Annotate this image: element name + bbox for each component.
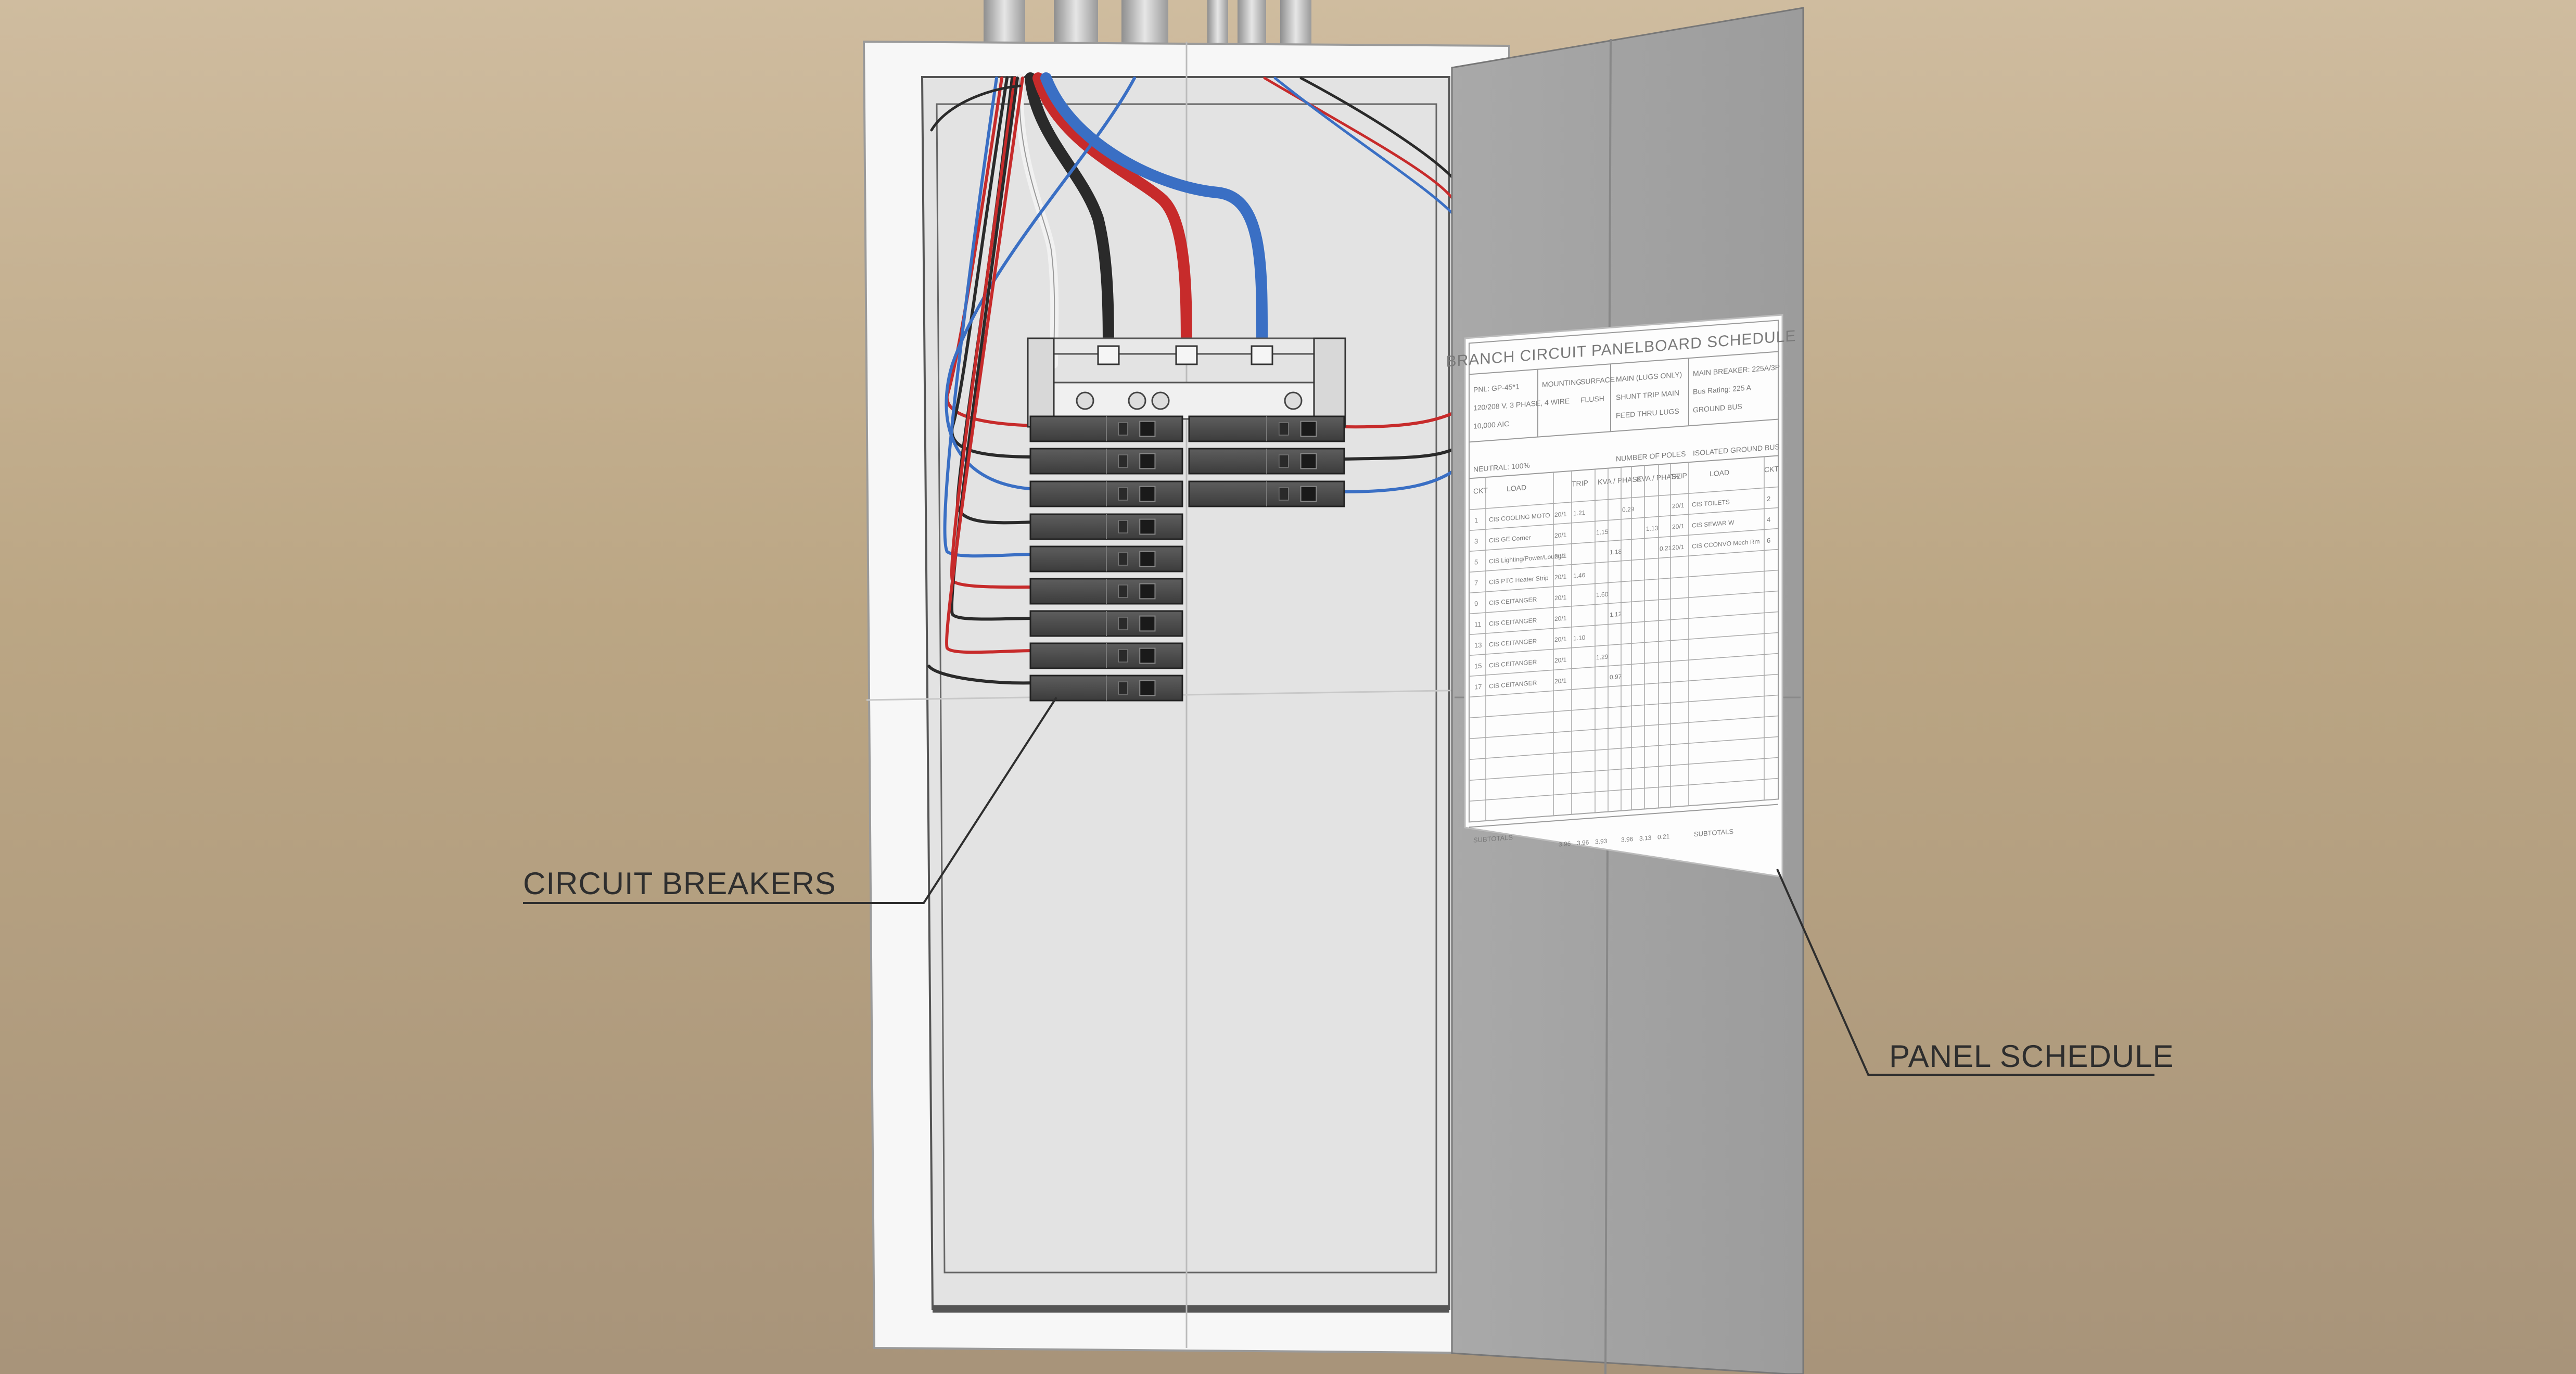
breaker-right-1 — [1188, 415, 1345, 442]
subtotal-right: 3.13 — [1639, 834, 1652, 842]
breaker-right-3 — [1188, 480, 1345, 507]
schedule-info-7: FLUSH — [1580, 394, 1604, 404]
breaker-left-4 — [1029, 513, 1183, 540]
main-lugs — [1027, 337, 1346, 428]
schedule-info-14: GROUND BUS — [1693, 402, 1742, 414]
breaker-right-2 — [1188, 448, 1345, 475]
row-kva: 1.46 — [1573, 571, 1586, 580]
row-trip: 20/1 — [1554, 594, 1567, 602]
row-ckt: 9 — [1474, 600, 1478, 608]
row-kva: 1.29 — [1596, 653, 1609, 661]
breaker-left-9 — [1029, 675, 1183, 702]
row-kva: 1.12 — [1610, 610, 1622, 619]
row-trip: 20/1 — [1554, 573, 1567, 581]
schedule-row-left: 9 CIS CEITANGER 20/1 1.60 — [1474, 591, 1609, 608]
row-trip: 20/1 — [1672, 502, 1685, 510]
row-trip: 20/1 — [1554, 531, 1567, 540]
row-trip: 20/1 — [1672, 523, 1685, 531]
row-ckt: 11 — [1474, 620, 1481, 629]
row-trip: 20/1 — [1554, 677, 1567, 685]
callout-circuit-breakers: CIRCUIT BREAKERS — [523, 696, 1057, 904]
row-load: CIS GE Corner — [1489, 534, 1531, 544]
row-ckt: 1 — [1474, 516, 1478, 525]
subtotal-left: 3.96 — [1577, 838, 1589, 847]
schedule-row-left: 13 CIS CEITANGER 20/1 1.10 — [1474, 634, 1586, 650]
row-kva: 0.29 — [1622, 505, 1635, 514]
row-kva: 0.21 — [1660, 544, 1672, 553]
schedule-header-right-2: TRIP — [1670, 471, 1687, 480]
row-load: CIS CEITANGER — [1489, 638, 1537, 648]
row-ckt: 3 — [1474, 537, 1478, 545]
row-kva: 1.18 — [1610, 548, 1622, 556]
row-kva: 1.10 — [1573, 634, 1586, 642]
conduits — [984, 0, 1311, 48]
row-trip: 20/1 — [1554, 552, 1567, 561]
schedule-header-left-3: TRIP — [1572, 478, 1588, 488]
schedule-header-right-4: CKT — [1764, 464, 1779, 474]
schedule-header-left-2: LOAD — [1507, 483, 1526, 493]
schedule-row-left: 11 CIS CEITANGER 20/1 1.12 — [1474, 610, 1622, 629]
row-ckt: 6 — [1767, 537, 1770, 545]
row-ckt: 13 — [1474, 641, 1482, 650]
row-ckt: 4 — [1767, 516, 1770, 524]
wiring — [927, 72, 1459, 685]
row-ckt: 17 — [1474, 683, 1482, 691]
breaker-left-7 — [1029, 610, 1183, 637]
schedule-subtotals-label: SUBTOTALS — [1473, 833, 1513, 844]
circuit-breakers — [1029, 415, 1345, 702]
row-ckt: 15 — [1474, 662, 1482, 670]
schedule-row-left: 15 CIS CEITANGER 20/1 1.29 — [1474, 653, 1609, 670]
row-trip: 20/1 — [1554, 615, 1567, 623]
row-trip: 20/1 — [1554, 635, 1567, 644]
schedule-header-left-1: CKT — [1473, 486, 1488, 495]
row-kva: 1.15 — [1596, 528, 1609, 537]
row-kva: 1.21 — [1573, 509, 1586, 517]
breaker-left-8 — [1029, 642, 1183, 669]
row-load: CIS TOILETS — [1692, 498, 1730, 508]
row-load: CIS CEITANGER — [1489, 679, 1537, 690]
row-ckt: 5 — [1474, 558, 1478, 566]
panel-schedule-sheet: BRANCH CIRCUIT PANELBOARD SCHEDULE PNL: … — [1446, 314, 1796, 878]
row-trip: 20/1 — [1554, 511, 1567, 519]
schedule-info-3: 10,000 AIC — [1473, 419, 1509, 430]
breaker-left-1 — [1029, 415, 1183, 442]
row-load: CIS CEITANGER — [1489, 596, 1537, 607]
row-load: CIS CEITANGER — [1489, 658, 1537, 669]
row-load: CIS CEITANGER — [1489, 617, 1537, 628]
row-kva: 1.13 — [1646, 525, 1659, 533]
breaker-left-6 — [1029, 578, 1183, 605]
panel-enclosure — [862, 40, 1510, 1355]
schedule-row-left: 17 CIS CEITANGER 20/1 0.97 — [1474, 673, 1622, 691]
breaker-left-3 — [1029, 480, 1183, 507]
breaker-left-2 — [1029, 448, 1183, 475]
schedule-header-right-3: LOAD — [1710, 468, 1729, 478]
row-ckt: 2 — [1767, 495, 1770, 503]
subtotal-left: 3.93 — [1595, 837, 1608, 846]
schedule-info-1: PNL: GP-45*1 — [1473, 382, 1520, 394]
subtotal-right: 3.96 — [1621, 835, 1634, 844]
callout-panel-schedule-label: PANEL SCHEDULE — [1889, 1039, 2174, 1074]
schedule-row-right: 1.13 20/1 CIS SEWAR W 4 — [1646, 516, 1770, 533]
callout-circuit-breakers-label: CIRCUIT BREAKERS — [523, 866, 836, 901]
row-trip: 20/1 — [1672, 543, 1685, 552]
row-load: CIS SEWAR W — [1692, 519, 1735, 529]
schedule-header-left-4: KVA / PHASE — [1598, 475, 1642, 486]
schedule-subtotals-label-right: SUBTOTALS — [1694, 828, 1733, 838]
subtotal-left: 3.96 — [1559, 840, 1571, 848]
row-trip: 20/1 — [1554, 656, 1567, 665]
breaker-left-5 — [1029, 545, 1183, 572]
row-kva: 1.60 — [1596, 591, 1609, 599]
subtotal-right: 0.21 — [1657, 833, 1670, 841]
schedule-info-6: SURFACE — [1580, 375, 1615, 386]
schedule-info-5: MOUNTING — [1542, 377, 1582, 389]
schedule-row-left: 3 CIS GE Corner 20/1 1.15 — [1474, 528, 1609, 545]
callout-panel-schedule: PANEL SCHEDULE — [1776, 869, 2174, 1076]
row-kva: 0.97 — [1610, 673, 1622, 681]
row-ckt: 7 — [1474, 579, 1478, 587]
